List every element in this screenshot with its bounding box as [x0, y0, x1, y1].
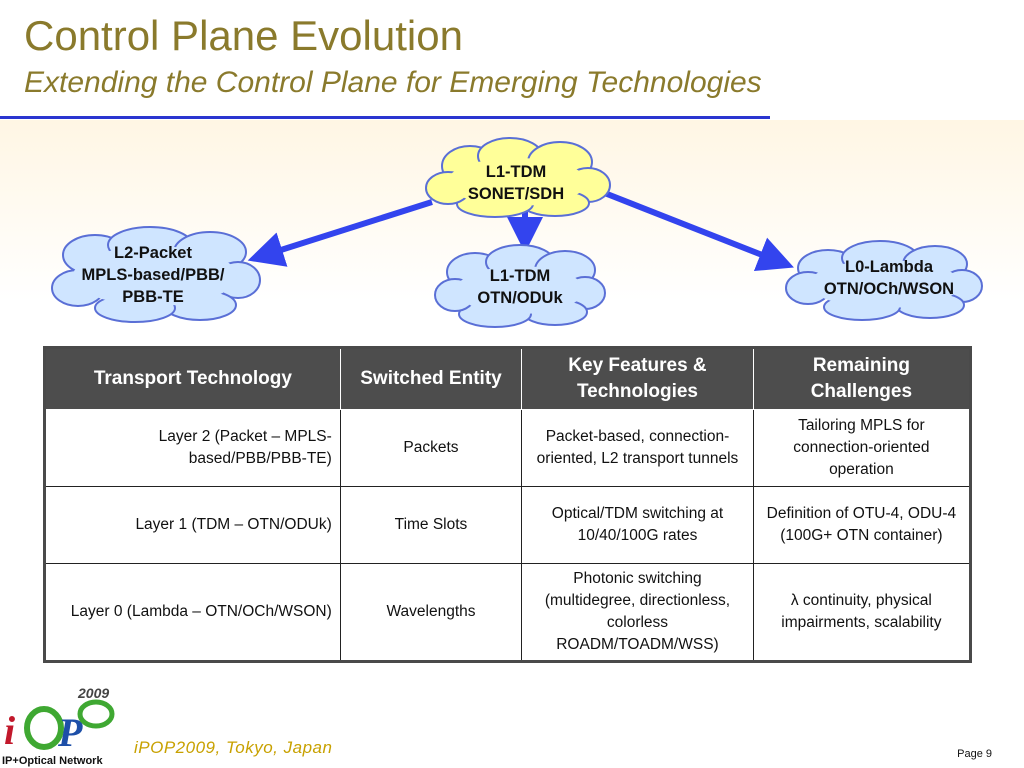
cloud-label-l1-sonet: L1-TDM SONET/SDH	[440, 161, 592, 205]
table-cell: Layer 2 (Packet – MPLS-based/PBB/PBB-TE)	[44, 409, 341, 487]
table-cell: Wavelengths	[339, 563, 523, 662]
table-header-row: Transport Technology Switched Entity Key…	[44, 347, 972, 410]
cloud-line: OTN/ODUk	[477, 289, 563, 307]
cloud-line: OTN/OCh/WSON	[823, 280, 955, 298]
column-header: Transport Technology	[44, 347, 341, 410]
svg-text:i: i	[4, 708, 15, 753]
table-cell: Packet-based, connection-oriented, L2 tr…	[521, 409, 754, 487]
cloud-line: MPLS-based/PBB/	[81, 266, 225, 284]
footer-event: iPOP2009, Tokyo, Japan	[134, 738, 333, 757]
cloud-line: L1-TDM	[485, 163, 547, 181]
cloud-line: SONET/SDH	[467, 185, 565, 203]
logo-year: 2009	[77, 685, 109, 701]
table-cell: Tailoring MPLS for connection-oriented o…	[752, 409, 972, 487]
cloud-line: L1-TDM	[489, 267, 551, 285]
table-cell: Definition of OTU-4, ODU-4 (100G+ OTN co…	[752, 486, 972, 564]
table-cell: Layer 1 (TDM – OTN/ODUk)	[44, 486, 341, 564]
cloud-label-l0-lambda: L0-Lambda OTN/OCh/WSON	[800, 256, 978, 300]
ipop-logo: 2009 i P IP+Optical Network	[2, 685, 115, 767]
transport-technology-table: Transport Technology Switched Entity Key…	[43, 346, 972, 663]
table-cell: Optical/TDM switching at 10/40/100G rate…	[521, 486, 754, 564]
slide-subtitle: Extending the Control Plane for Emerging…	[24, 66, 762, 99]
column-header: Key Features & Technologies	[521, 347, 754, 410]
logo-caption: IP+Optical Network	[2, 755, 103, 767]
table-row: Layer 2 (Packet – MPLS-based/PBB/PBB-TE)…	[44, 409, 972, 487]
arrow-to-l0-lambda	[600, 189, 794, 272]
arrow-to-l2-packet	[247, 199, 433, 267]
table-row: Layer 1 (TDM – OTN/ODUk) Time Slots Opti…	[44, 486, 972, 564]
cloud-line: PBB-TE	[122, 288, 184, 306]
table-cell: Photonic switching (multidegree, directi…	[521, 563, 754, 662]
page-number: Page 9	[957, 748, 992, 760]
column-header: Switched Entity	[339, 347, 523, 410]
cloud-line: L0-Lambda	[844, 258, 933, 276]
cloud-label-l2-packet: L2-Packet MPLS-based/PBB/ PBB-TE	[62, 242, 244, 308]
cloud-line: L2-Packet	[114, 244, 192, 262]
slide-title: Control Plane Evolution	[24, 12, 463, 59]
table-row: Layer 0 (Lambda – OTN/OCh/WSON) Waveleng…	[44, 563, 972, 662]
title-underline	[0, 116, 770, 119]
table-cell: Time Slots	[339, 486, 523, 564]
table-cell: Layer 0 (Lambda – OTN/OCh/WSON)	[44, 563, 341, 662]
table-cell: λ continuity, physical impairments, scal…	[752, 563, 972, 662]
column-header: Remaining Challenges	[752, 347, 972, 410]
table-cell: Packets	[339, 409, 523, 487]
cloud-label-l1-otn: L1-TDM OTN/ODUk	[446, 265, 594, 309]
